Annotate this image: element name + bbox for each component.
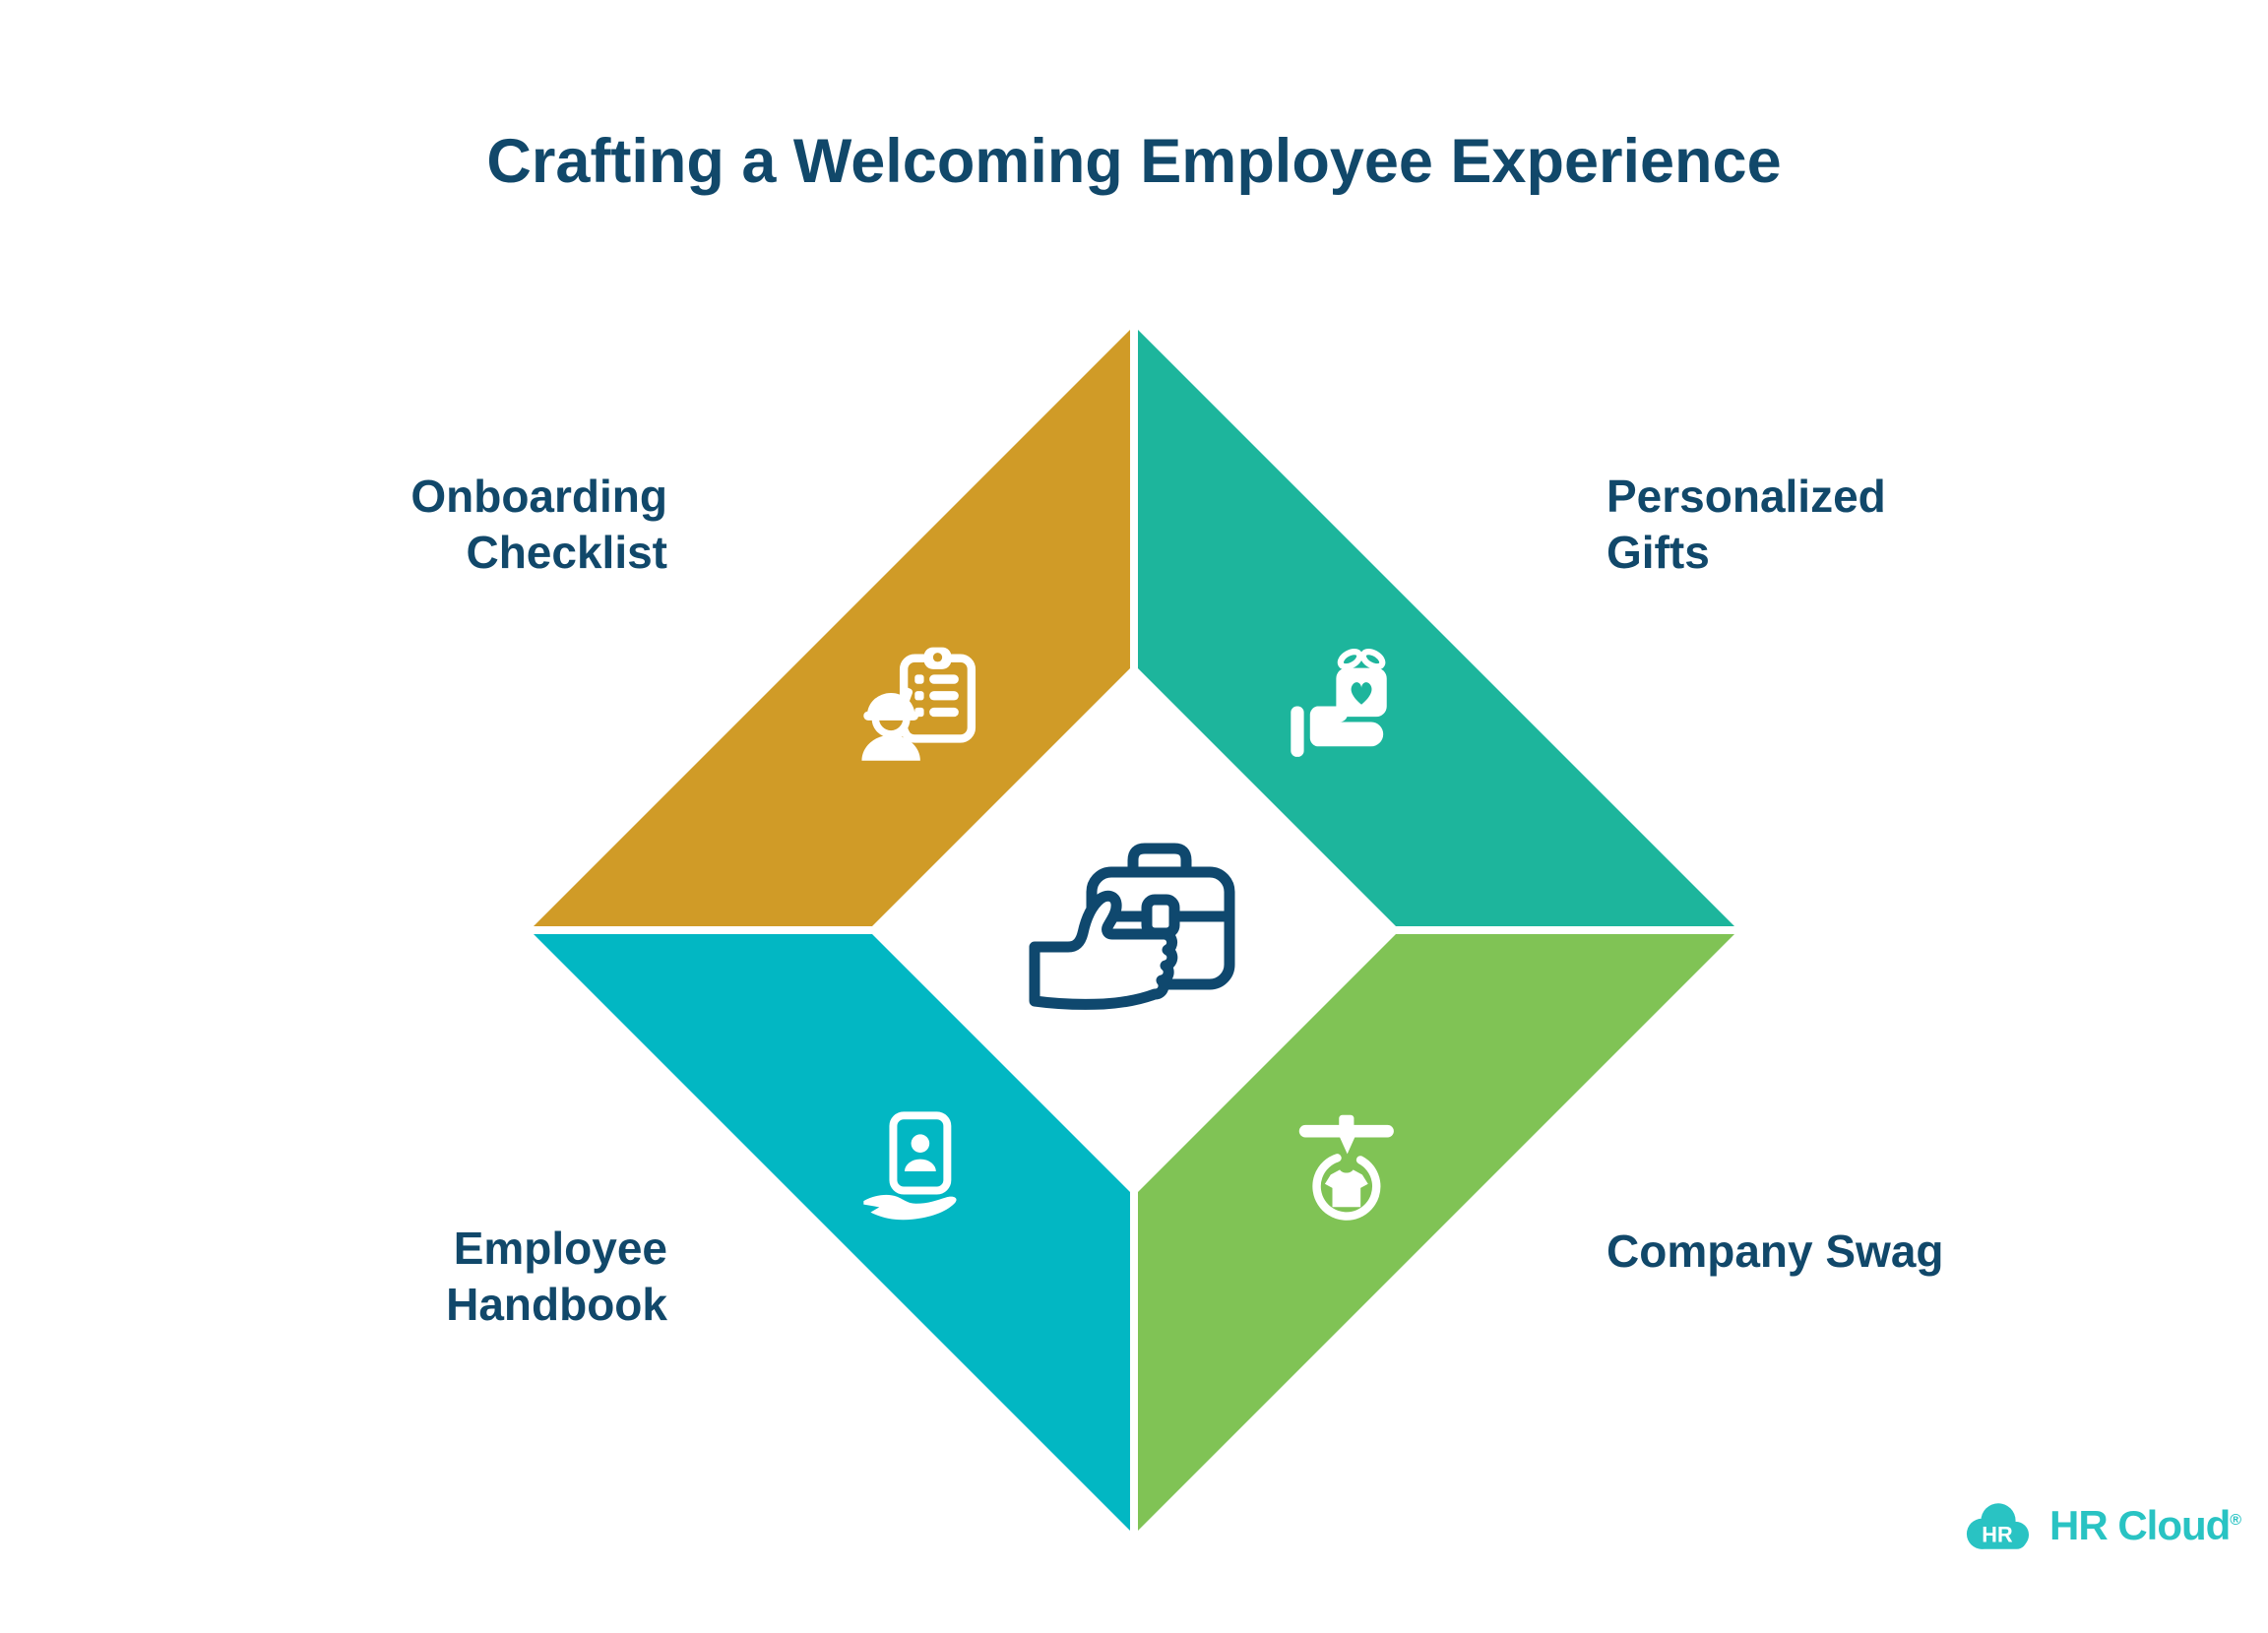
registered-mark: ®	[2230, 1512, 2241, 1529]
hr-cloud-logo: HR HR Cloud®	[1961, 1496, 2241, 1555]
quadrant-company-swag	[1138, 934, 1734, 1531]
gift-in-hand-icon	[1291, 649, 1387, 757]
label-employee-handbook: Employee Handbook	[446, 1221, 667, 1333]
label-personalized-gifts: Personalized Gifts	[1606, 469, 1886, 581]
label-onboarding-checklist: Onboarding Checklist	[410, 469, 667, 581]
label-line: Company Swag	[1606, 1225, 1944, 1277]
label-line: Checklist	[466, 527, 667, 578]
hr-badge-text: HR	[1982, 1523, 2013, 1547]
label-company-swag: Company Swag	[1606, 1224, 1944, 1280]
brand-name: HR Cloud	[2049, 1502, 2231, 1548]
tshirt-swag-icon	[1298, 1114, 1394, 1221]
label-line: Employee	[453, 1223, 667, 1274]
label-line: Personalized	[1606, 471, 1886, 522]
label-line: Onboarding	[410, 471, 667, 522]
quadrant-onboarding-checklist	[534, 330, 1130, 926]
worker-checklist-icon	[861, 647, 976, 761]
hr-cloud-wordmark: HR Cloud®	[2049, 1502, 2241, 1549]
hr-cloud-badge-icon: HR	[1966, 1503, 2030, 1549]
briefcase-thumbs-up-icon	[1029, 843, 1235, 1010]
quadrant-personalized-gifts	[1138, 330, 1734, 926]
label-line: Gifts	[1606, 527, 1710, 578]
id-card-in-hand-icon	[863, 1111, 957, 1221]
page-title: Crafting a Welcoming Employee Experience	[486, 127, 1782, 196]
quadrant-employee-handbook	[534, 934, 1130, 1531]
label-line: Handbook	[446, 1279, 667, 1330]
